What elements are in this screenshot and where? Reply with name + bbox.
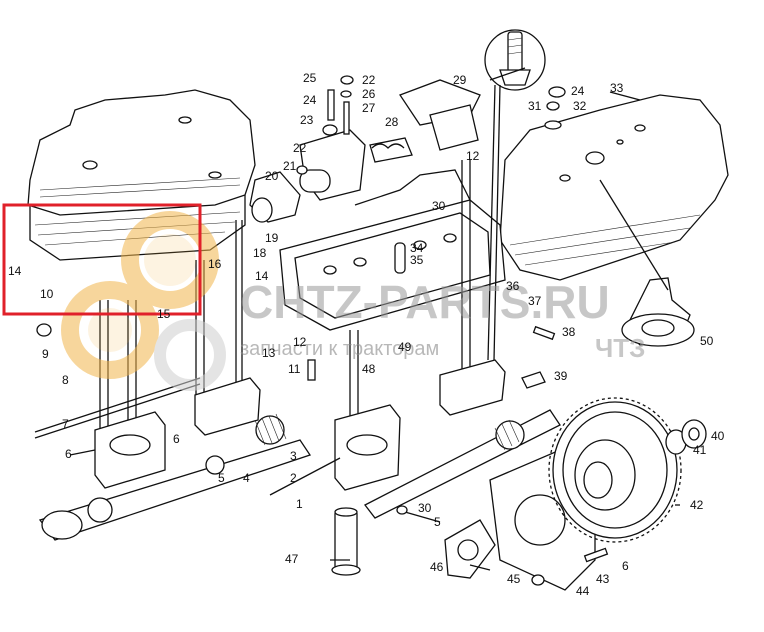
- callout: 37: [528, 294, 542, 308]
- callout: 45: [507, 572, 521, 586]
- callout: 35: [410, 253, 424, 267]
- callout: 29: [453, 73, 467, 87]
- callout: 11: [288, 362, 301, 376]
- callout: 36: [506, 279, 520, 293]
- leader-lines: [69, 67, 680, 571]
- hardware-parts: [36, 75, 566, 523]
- callout: 26: [362, 87, 376, 101]
- rocker-assembly: [235, 79, 481, 395]
- callout: 27: [362, 101, 376, 115]
- callout: 4: [243, 471, 250, 485]
- callout: 31: [528, 99, 542, 113]
- callout: 20: [265, 169, 279, 183]
- watermark-brand: CHTZ-PARTS.RU: [240, 276, 610, 328]
- callout: 24: [571, 84, 585, 98]
- callout: 22: [293, 141, 307, 155]
- highlight-box: [2, 203, 202, 316]
- callout: 19: [265, 231, 279, 245]
- callout: 2: [290, 471, 297, 485]
- callout: 30: [418, 501, 432, 515]
- callout: 7: [62, 417, 69, 431]
- callout: 5: [434, 515, 441, 529]
- watermark-tagline: запчасти к тракторам: [240, 338, 439, 360]
- callout: 46: [430, 560, 444, 574]
- callout: 22: [362, 73, 376, 87]
- callout: 42: [690, 498, 704, 512]
- callout: 8: [62, 373, 69, 387]
- callout: 38: [562, 325, 576, 339]
- callout: 21: [283, 159, 297, 173]
- callouts: 25 22 26 24 27 23 29 24 31 32 33 28 21 2…: [8, 71, 725, 598]
- callout: 13: [262, 346, 276, 360]
- watermark: CHTZ-PARTS.RU запчасти к тракторам ЧТЗ: [61, 211, 645, 391]
- callout: 15: [157, 307, 171, 321]
- callout: 41: [693, 443, 707, 457]
- breather-assembly: [599, 179, 695, 347]
- callout: 3: [290, 449, 297, 463]
- camshafts: [38, 409, 561, 541]
- callout: 5: [218, 471, 225, 485]
- callout: 25: [303, 71, 317, 85]
- callout: 14: [255, 269, 269, 283]
- watermark-mark: ЧТЗ: [595, 333, 645, 363]
- right-valve-cover: [499, 94, 729, 281]
- callout: 9: [42, 347, 49, 361]
- callout: 32: [573, 99, 587, 113]
- timing-gear: [548, 397, 707, 543]
- callout: 10: [40, 287, 54, 301]
- callout: 12: [466, 149, 480, 163]
- callout: 6: [622, 559, 629, 573]
- callout: 12: [293, 335, 307, 349]
- callout: 34: [410, 241, 424, 255]
- callout: 1: [296, 497, 303, 511]
- lifter-blocks: [94, 359, 506, 491]
- callout: 24: [303, 93, 317, 107]
- sleeve-part: [331, 507, 361, 576]
- callout: 47: [285, 552, 299, 566]
- callout: 6: [65, 447, 72, 461]
- callout: 6: [173, 432, 180, 446]
- callout: 28: [385, 115, 399, 129]
- callout: 48: [362, 362, 376, 376]
- gear-logo-icon: [61, 211, 226, 391]
- callout: 16: [208, 257, 222, 271]
- left-valve-cover: [27, 89, 256, 261]
- callout: 14: [8, 264, 22, 278]
- injector-nozzle: [484, 29, 546, 361]
- callout: 43: [596, 572, 610, 586]
- callout: 49: [398, 340, 412, 354]
- callout: 39: [554, 369, 568, 383]
- callout: 33: [610, 81, 624, 95]
- callout: 44: [576, 584, 590, 598]
- callout: 40: [711, 429, 725, 443]
- callout: 50: [700, 334, 714, 348]
- callout: 30: [432, 199, 446, 213]
- callout: 18: [253, 246, 267, 260]
- callout: 23: [300, 113, 314, 127]
